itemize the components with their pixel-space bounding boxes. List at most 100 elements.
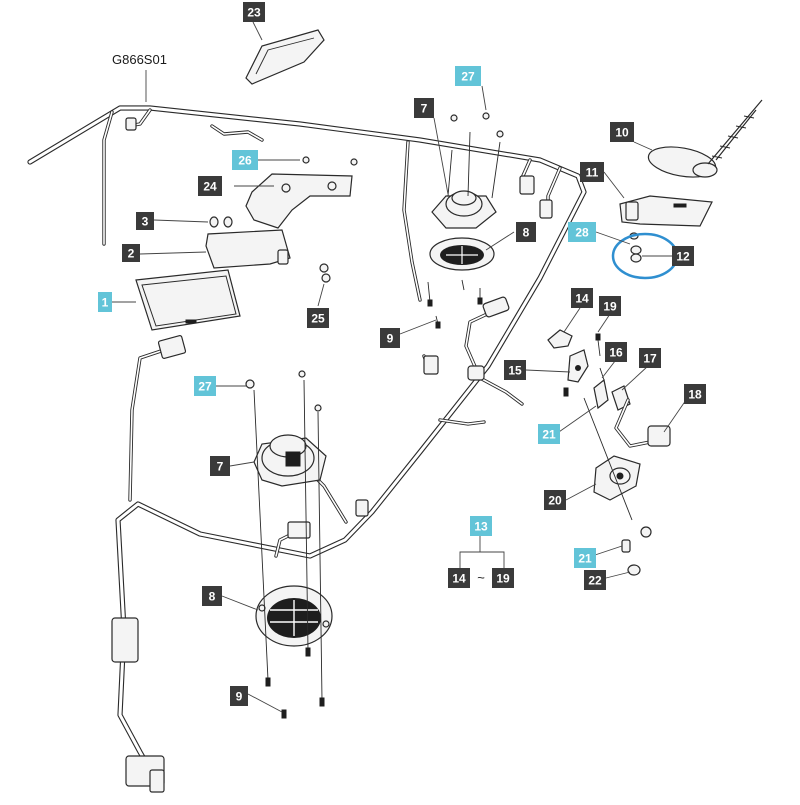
callout-label-24: 24 — [198, 176, 222, 196]
callout-box — [580, 162, 604, 182]
callout-number: 14 — [452, 572, 466, 586]
callout-number: 24 — [203, 180, 217, 194]
callout-box — [568, 222, 596, 242]
callout-label-10: 10 — [610, 122, 634, 142]
callout-number: 3 — [142, 215, 149, 229]
part-14-cover — [547, 329, 573, 349]
callout-box — [210, 456, 230, 476]
part-10-antenna — [647, 99, 763, 178]
callout-label-16: 16 — [605, 342, 627, 362]
callout-box — [194, 376, 216, 396]
part-8-upper-grille — [429, 237, 495, 271]
part-12-28-washers — [629, 232, 642, 263]
part-24-bracket — [245, 173, 353, 229]
harness-branches — [102, 108, 562, 558]
callout-box — [639, 348, 661, 368]
part-20-camera — [583, 397, 641, 521]
callout-box — [684, 384, 706, 404]
callout-box — [599, 296, 621, 316]
callout-label-19: 19 — [599, 296, 621, 316]
callout-box — [605, 342, 627, 362]
callout-label-23: 23 — [243, 2, 265, 22]
part-23-dome-light — [245, 29, 325, 85]
callout-label-21a: 21 — [538, 424, 560, 444]
part-15-bracket — [567, 349, 589, 383]
callout-box — [455, 66, 481, 86]
callout-number: 10 — [615, 126, 629, 140]
callout-box — [574, 548, 596, 568]
part-21-22-fasteners — [563, 387, 652, 576]
callout-box — [504, 360, 526, 380]
callout-box — [307, 308, 329, 328]
callout-label-27b: 27 — [194, 376, 216, 396]
callout-box — [243, 2, 265, 22]
callout-box — [672, 246, 694, 266]
callout-box — [544, 490, 566, 510]
callout-number: 27 — [461, 70, 475, 84]
part-2-bracket — [205, 229, 291, 269]
callout-label-20: 20 — [544, 490, 566, 510]
callout-number: 16 — [609, 346, 623, 360]
callout-number: 1 — [102, 296, 109, 310]
callout-label-3: 3 — [136, 212, 154, 230]
callout-label-8a: 8 — [516, 222, 536, 242]
callout-label-8b: 8 — [202, 586, 222, 606]
part-17-clip — [611, 385, 631, 411]
callout-label-1: 1 — [98, 292, 112, 312]
callout-label-17: 17 — [639, 348, 661, 368]
callout-label-9a: 9 — [380, 328, 400, 348]
callout-box — [470, 516, 492, 536]
callout-box — [202, 586, 222, 606]
callout-number: 19 — [496, 572, 510, 586]
callout-label-22: 22 — [584, 570, 606, 590]
lower-screws — [253, 379, 325, 719]
callout-number: 21 — [542, 428, 556, 442]
callout-number: 27 — [198, 380, 212, 394]
callout-label-12: 12 — [672, 246, 694, 266]
callout-label-13: 13 — [470, 516, 492, 536]
part-11-bracket — [619, 195, 713, 227]
callout-number: 11 — [586, 166, 599, 180]
callout-number: 2 — [128, 247, 135, 261]
callout-number: 9 — [236, 690, 243, 704]
callout-number: 8 — [523, 226, 530, 240]
callout-number: 13 — [474, 520, 488, 534]
callout-number: 15 — [508, 364, 522, 378]
main-wiring-harness — [27, 105, 587, 769]
harness-connectors — [111, 117, 553, 793]
callout-number: 25 — [311, 312, 325, 326]
callout-box — [448, 568, 470, 588]
callout-box — [380, 328, 400, 348]
callout-label-14r: 14 — [448, 568, 470, 588]
callout-number: 26 — [238, 154, 252, 168]
callout-label-19r: 19 — [492, 568, 514, 588]
small-hardware — [209, 112, 504, 412]
callout-number: 9 — [387, 332, 394, 346]
callout-label-28: 28 — [568, 222, 596, 242]
callout-number: 20 — [548, 494, 562, 508]
callout-box — [122, 244, 140, 262]
callout-number: 22 — [588, 574, 602, 588]
callout-number: 19 — [603, 300, 617, 314]
callout-label-11: 11 — [580, 162, 604, 182]
callout-box — [610, 122, 634, 142]
part-7-upper-speaker — [431, 131, 501, 229]
callout-label-9b: 9 — [230, 686, 248, 706]
callout-box — [136, 212, 154, 230]
callout-label-15: 15 — [504, 360, 526, 380]
callout-box — [492, 568, 514, 588]
callout-number: 7 — [217, 460, 224, 474]
callout-label-25: 25 — [307, 308, 329, 328]
callout-number: 18 — [688, 388, 702, 402]
reference-code: G866S01 — [112, 52, 167, 67]
callout-number: 12 — [676, 250, 690, 264]
callout-box — [98, 292, 112, 312]
callout-box — [230, 686, 248, 706]
part-1-display — [135, 269, 241, 331]
callout-number: 21 — [578, 552, 592, 566]
callout-number: 17 — [643, 352, 657, 366]
callout-label-27a: 27 — [455, 66, 481, 86]
part-19-screw — [595, 333, 601, 357]
